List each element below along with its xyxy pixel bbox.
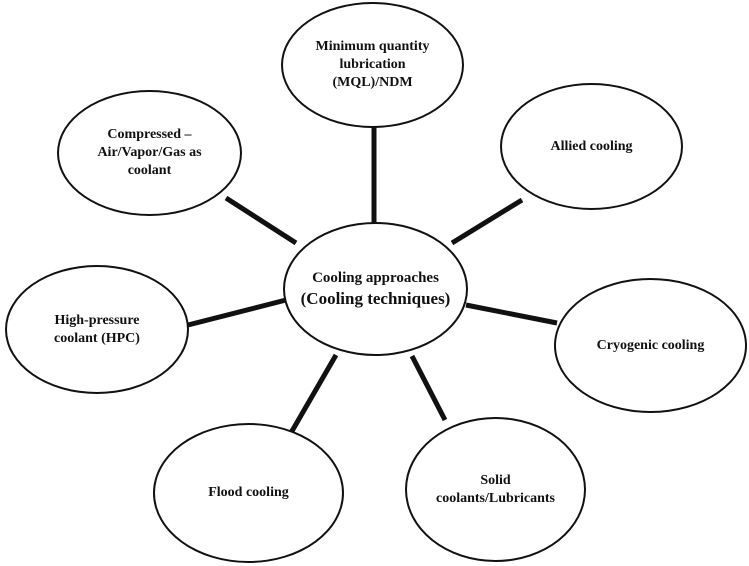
node-flood-line-1: Flood cooling [208, 485, 289, 500]
node-solid-coolants: Solid coolants/Lubricants [405, 417, 586, 562]
connector-allied [450, 197, 524, 246]
node-mql-line-2: lubrication [339, 57, 406, 72]
node-allied-cooling: Allied cooling [500, 83, 683, 210]
center-title: Cooling approaches [312, 269, 439, 286]
node-mql-line-3: (MQL)/NDM [332, 75, 413, 90]
connector-cryogenic [465, 302, 558, 326]
node-solid-line-2: coolants/Lubricants [435, 490, 555, 506]
node-hpc-line-1: High-pressure [54, 312, 140, 328]
node-compressed-line-2: Air/Vapor/Gas as [97, 145, 202, 160]
node-compressed-line-3: coolant [127, 163, 172, 178]
node-solid-line-1: Solid [480, 472, 511, 488]
center-node-cooling-approaches: Cooling approaches (Cooling techniques) [283, 222, 468, 356]
connector-flood [285, 353, 339, 440]
connector-solid [409, 354, 448, 422]
node-hpc-line-2: coolant (HPC) [54, 330, 140, 346]
node-flood-cooling: Flood cooling [153, 423, 344, 563]
node-compressed-air: Compressed – Air/Vapor/Gas as coolant [57, 90, 242, 216]
node-cryogenic-cooling: Cryogenic cooling [554, 278, 747, 413]
connector-compressed [224, 195, 298, 246]
node-mql: Minimum quantity lubrication (MQL)/NDM [281, 2, 464, 128]
node-cryogenic-line-1: Cryogenic cooling [596, 337, 705, 353]
connector-hpc [187, 297, 287, 328]
node-allied-line-1: Allied cooling [550, 138, 633, 154]
node-compressed-line-1: Compressed – [107, 127, 192, 142]
node-high-pressure-coolant: High-pressure coolant (HPC) [5, 265, 189, 394]
node-mql-line-1: Minimum quantity [315, 39, 430, 54]
center-subtitle: (Cooling techniques) [300, 288, 451, 308]
